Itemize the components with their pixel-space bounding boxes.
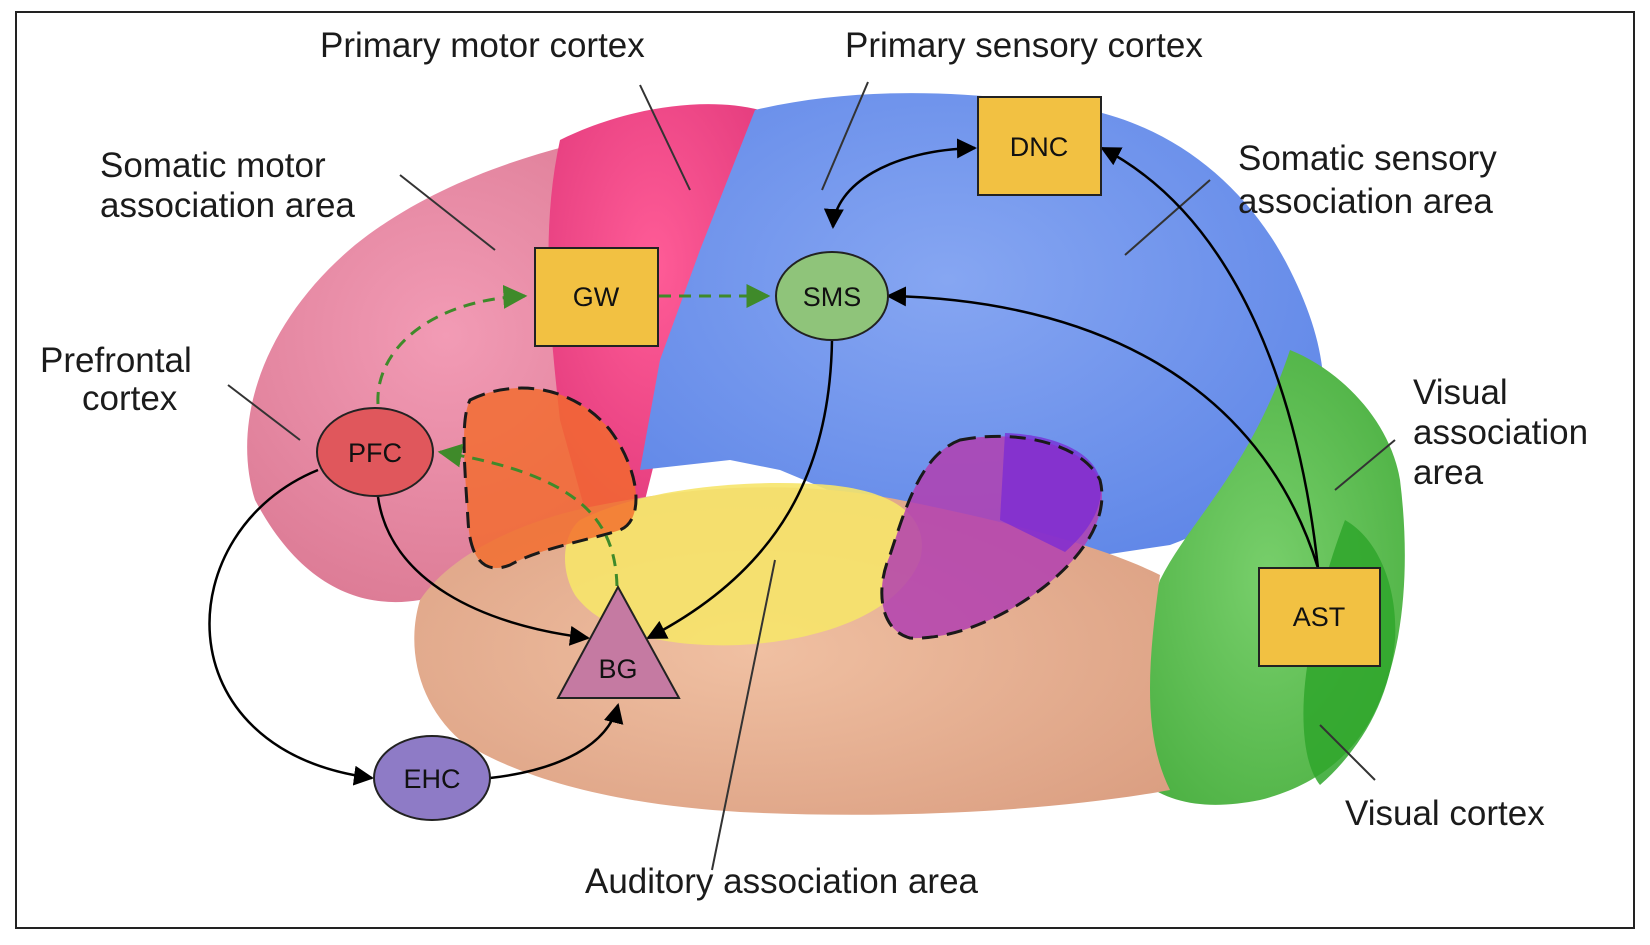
sms-label: SMS [803,282,862,312]
connections [208,138,1320,786]
ehc-label: EHC [403,764,460,794]
node-bg: BG [556,584,681,699]
arrow-sms-dnc [823,138,977,229]
arrow-ehc-to-bg [489,703,624,780]
leader-prefrontal [227,384,301,441]
node-pfc: PFC [316,407,434,497]
label-primary-sensory: Primary sensory cortex [845,26,1203,65]
dnc-box [977,96,1102,196]
arrow-pfc-to-gw [376,284,528,405]
arrow-pfc-to-ehc [208,468,374,786]
ehc-ellipse [373,735,491,821]
bg-label: BG [598,654,637,684]
node-ehc: EHC [373,735,491,821]
leader-visual-assoc [1334,439,1396,491]
arrow-ast-to-sms [886,286,1320,569]
arrow-ast-to-dnc [1100,146,1320,569]
arrow-pfc-to-bg [376,496,590,646]
auditory-region [564,483,922,646]
ast-box [1258,567,1381,667]
label-primary-motor: Primary motor cortex [320,26,645,65]
ast-label: AST [1293,602,1346,632]
dnc-label: DNC [1010,132,1069,162]
pfc-label: PFC [348,438,402,468]
label-visual-cortex: Visual cortex [1345,794,1545,833]
leader-auditory-assoc [711,559,776,871]
dashed-region-temporal-upper [1000,433,1101,552]
leader-primary-motor [639,84,691,191]
label-auditory-assoc: Auditory association area [585,862,979,901]
dashed-outline-temporal [880,434,1104,640]
leader-somatic-sensory [1124,179,1211,256]
dashed-region-frontal [464,388,637,568]
parietal-sensory-region [640,93,1324,560]
leader-visual-cortex [1319,724,1376,781]
node-dnc: DNC [977,96,1102,196]
bg-triangle [556,584,681,699]
label-somatic-motor-2: association area [100,186,355,225]
node-sms: SMS [775,251,889,341]
label-prefrontal-1: Prefrontal [40,341,192,380]
label-somatic-sensory-1: Somatic sensory [1238,139,1497,178]
label-somatic-sensory-2: association area [1238,182,1493,221]
node-gw: GW [534,247,659,347]
leader-somatic-motor [399,174,496,251]
label-visual-assoc-2: association [1413,413,1588,452]
gw-box [534,247,659,347]
dashed-outline-frontal [462,386,638,570]
pfc-ellipse [316,407,434,497]
arrow-bg-to-pfc [437,443,619,587]
label-prefrontal-2: cortex [82,379,178,418]
node-ast: AST [1258,567,1381,667]
label-somatic-motor-1: Somatic motor [100,146,326,185]
arrow-sms-to-bg [646,339,834,640]
label-visual-assoc-1: Visual [1413,373,1508,412]
label-visual-assoc-3: area [1413,453,1484,492]
sms-ellipse [775,251,889,341]
gw-label: GW [573,282,620,312]
